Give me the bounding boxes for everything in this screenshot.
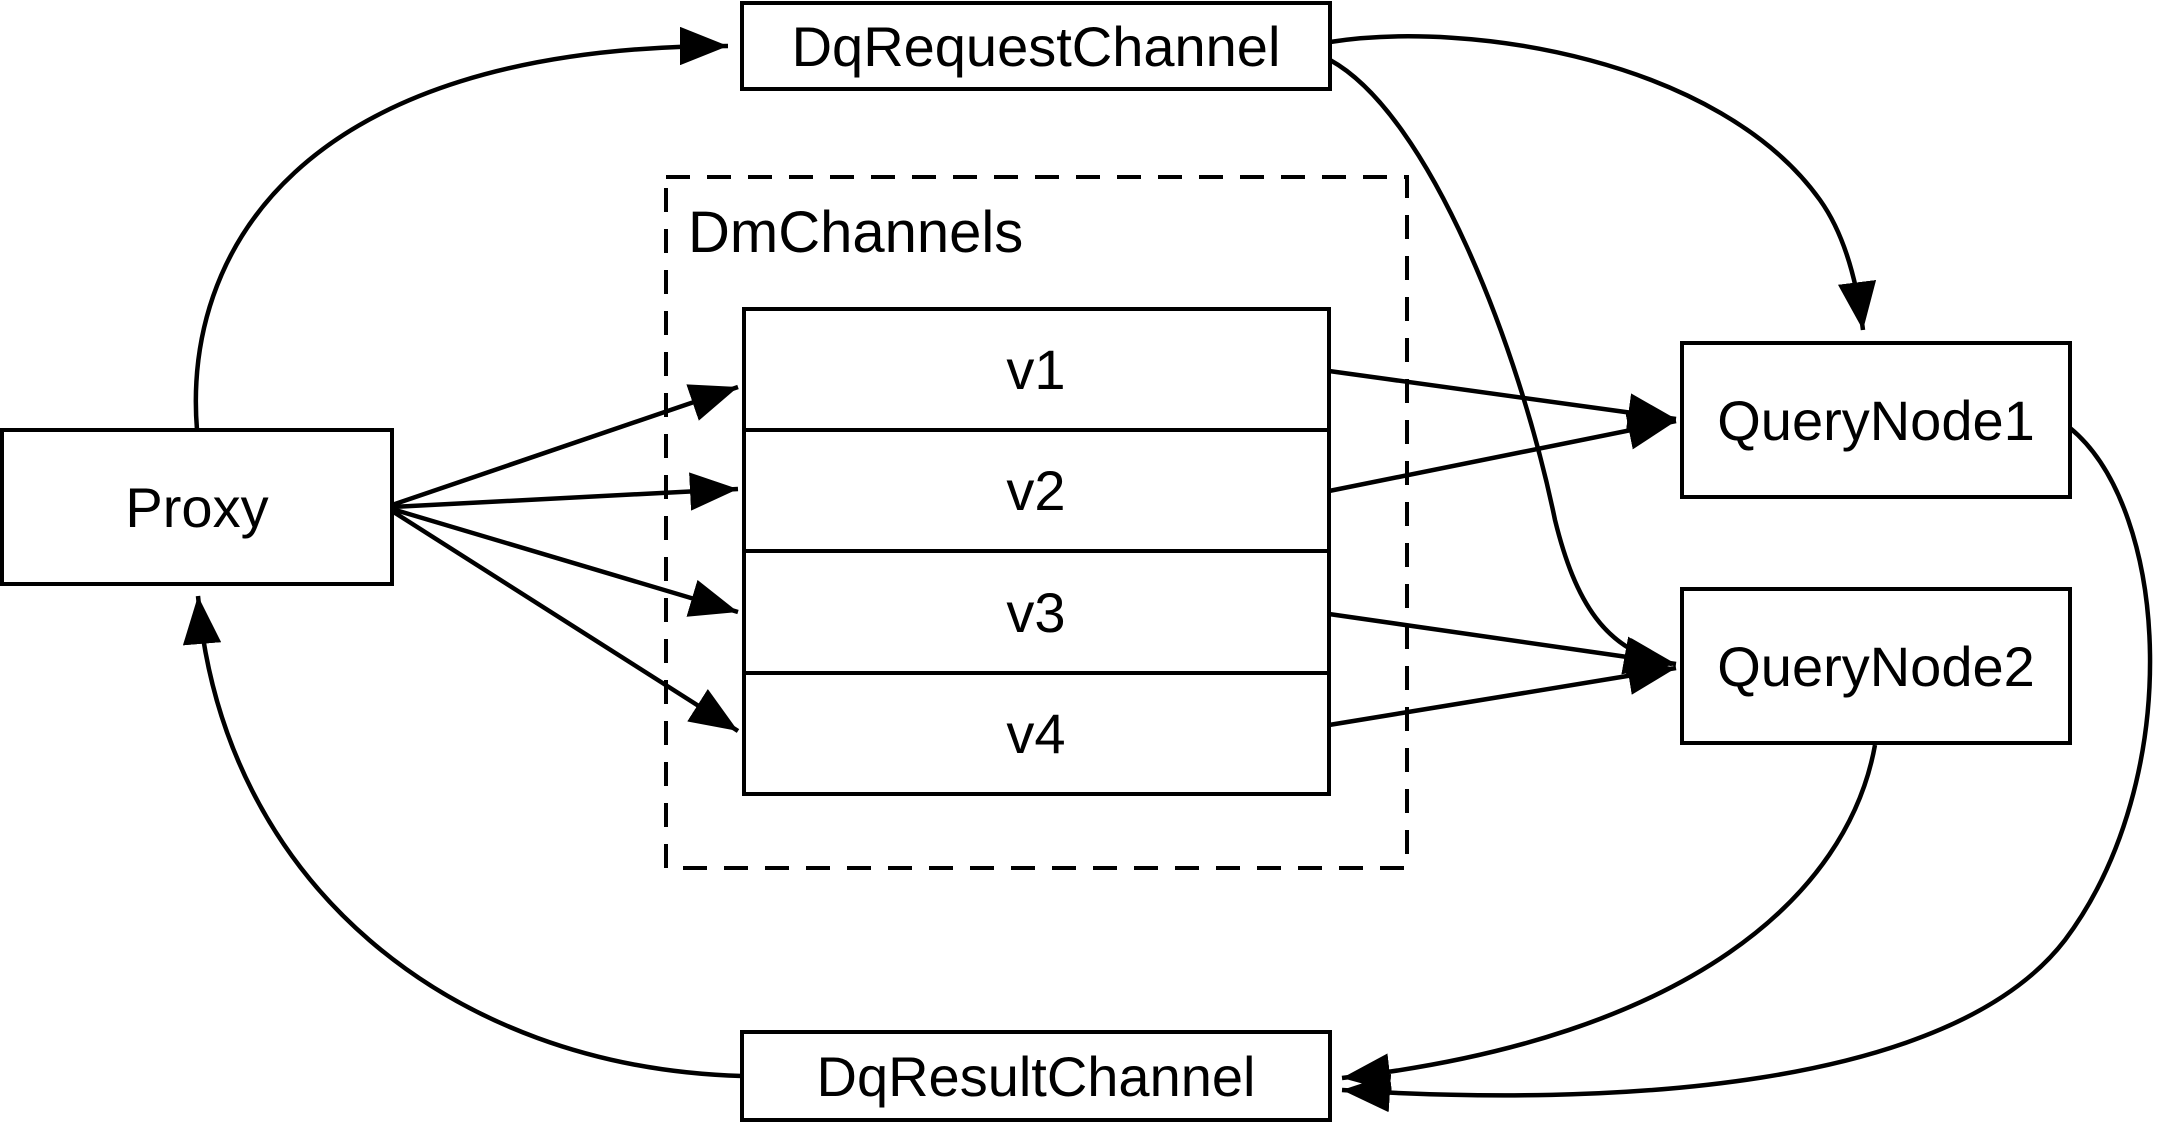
edge-proxy-to-dqrequestchannel bbox=[193, 26, 729, 431]
proxy-node-label: Proxy bbox=[125, 476, 268, 539]
edge-dqrequestchannel-to-querynode2 bbox=[1328, 58, 1673, 675]
query-node-1-label: QueryNode1 bbox=[1717, 389, 2035, 452]
dm-channels-group-label: DmChannels bbox=[688, 200, 1023, 265]
edge-querynode2-to-dqresultchannel bbox=[1341, 744, 1878, 1092]
dm-channel-row-v4-label: v4 bbox=[1006, 702, 1065, 765]
edge-proxy-to-v4 bbox=[390, 509, 740, 733]
edge-proxy-to-v1 bbox=[391, 384, 739, 508]
edge-proxy-to-v2 bbox=[391, 472, 739, 511]
dq-request-channel-node-box bbox=[740, 1, 1332, 91]
query-node-1-box bbox=[1680, 341, 2072, 499]
dm-channel-row-v3-label: v3 bbox=[1006, 581, 1065, 644]
dm-channels-group-box bbox=[664, 175, 1409, 870]
edge-dqrequestchannel-to-querynode1 bbox=[1329, 34, 1877, 331]
proxy-node-box bbox=[0, 428, 394, 586]
edge-dqresultchannel-to-proxy bbox=[182, 595, 743, 1079]
dm-channel-row-v1-label: v1 bbox=[1006, 338, 1065, 401]
dq-result-channel-node-box bbox=[740, 1030, 1332, 1122]
edge-v1-to-querynode1 bbox=[1328, 368, 1677, 432]
edge-proxy-to-v3 bbox=[391, 506, 739, 617]
query-node-2-box bbox=[1680, 587, 2072, 745]
edge-querynode1-to-dqresultchannel bbox=[1341, 426, 2153, 1113]
dq-result-channel-node-label: DqResultChannel bbox=[817, 1045, 1256, 1108]
edge-v3-to-querynode2 bbox=[1328, 611, 1677, 677]
dq-request-channel-node-label: DqRequestChannel bbox=[792, 15, 1281, 78]
edge-v2-to-querynode1 bbox=[1328, 411, 1677, 494]
edge-v4-to-querynode2 bbox=[1328, 656, 1677, 728]
query-node-2-label: QueryNode2 bbox=[1717, 635, 2035, 698]
dm-channel-row-v2-label: v2 bbox=[1006, 459, 1065, 522]
